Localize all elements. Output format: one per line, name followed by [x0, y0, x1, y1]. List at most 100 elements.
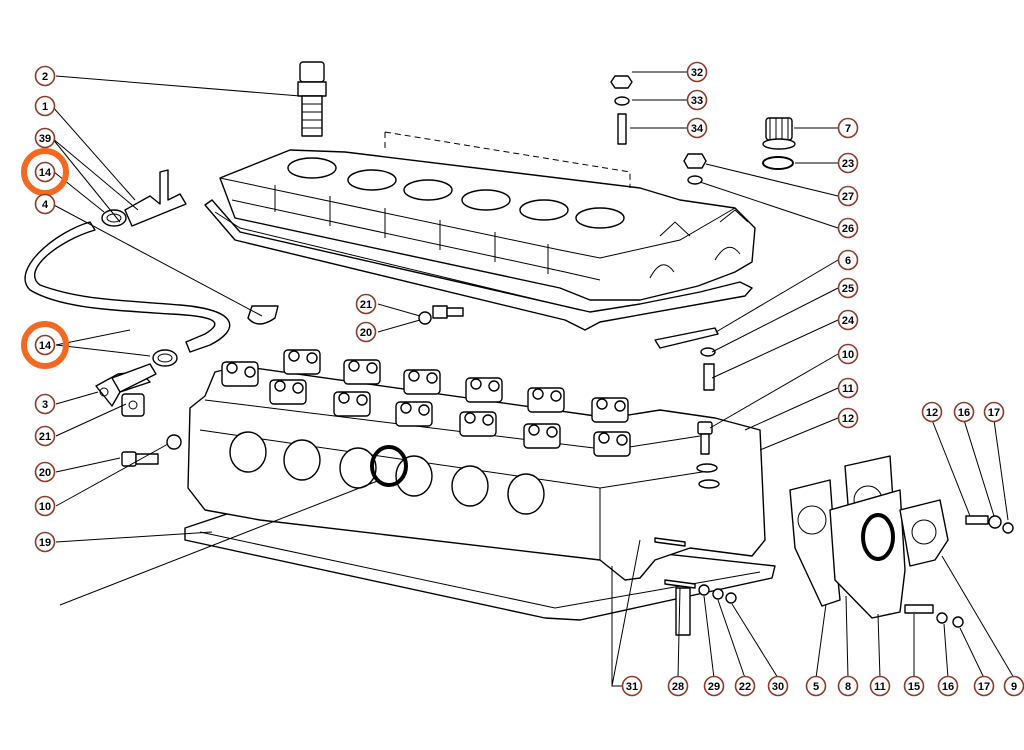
- callout-circle: [767, 675, 789, 697]
- callout-label: 16: [942, 681, 954, 693]
- callout-circle: [355, 293, 377, 315]
- callout-label: 34: [691, 123, 704, 135]
- callout-label: 10: [842, 349, 854, 361]
- callout-34: 34: [686, 117, 708, 139]
- callout-14: 14: [21, 148, 69, 196]
- callout-33: 33: [686, 89, 708, 111]
- callout-circle: [686, 89, 708, 111]
- callout-label: 24: [842, 315, 855, 327]
- callout-label: 12: [842, 413, 854, 425]
- callout-26: 26: [837, 217, 859, 239]
- callout-10: 10: [837, 343, 859, 365]
- callout-label: 29: [708, 681, 720, 693]
- callout-circle: [837, 343, 859, 365]
- callout-circle: [34, 95, 56, 117]
- callout-12: 12: [837, 407, 859, 429]
- callout-label: 30: [772, 681, 784, 693]
- callout-label: 3: [42, 399, 48, 411]
- callout-circle: [34, 193, 56, 215]
- callout-label: 2: [42, 71, 48, 83]
- callout-circle: [837, 117, 859, 139]
- callout-label: 28: [672, 681, 684, 693]
- hose-clamp-lower: [152, 349, 178, 367]
- hose-clamp-upper: [101, 209, 127, 227]
- callout-32: 32: [686, 61, 708, 83]
- callout-label: 20: [39, 467, 51, 479]
- callout-circle: [903, 675, 925, 697]
- callout-circle: [355, 321, 377, 343]
- callout-27: 27: [837, 185, 859, 207]
- callout-label: 15: [908, 681, 920, 693]
- callout-circle: [837, 407, 859, 429]
- callout-circle: [686, 61, 708, 83]
- callout-11: 11: [837, 377, 859, 399]
- callout-label: 5: [813, 681, 819, 693]
- callout-label: 17: [988, 407, 1000, 419]
- callout-highlight-ring[interactable]: [21, 148, 69, 196]
- callout-label: 16: [958, 407, 970, 419]
- callout-label: 32: [691, 67, 703, 79]
- callout-11: 11: [869, 675, 891, 697]
- callout-28: 28: [667, 675, 689, 697]
- callout-label: 11: [842, 383, 854, 395]
- valve-cover: [219, 131, 756, 301]
- callout-label: 7: [845, 123, 851, 135]
- callout-label: 10: [39, 501, 51, 513]
- callout-12: 12: [921, 401, 943, 423]
- callout-4: 4: [34, 193, 56, 215]
- callout-circle: [34, 127, 56, 149]
- callout-21: 21: [355, 293, 377, 315]
- callout-label: 4: [42, 199, 49, 211]
- callout-circle: [937, 675, 959, 697]
- callout-16: 16: [937, 675, 959, 697]
- callout-label: 25: [842, 283, 854, 295]
- callout-label: 22: [739, 681, 751, 693]
- callout-circle: [667, 675, 689, 697]
- callout-label: 1: [42, 101, 48, 113]
- hardware-fasteners: [121, 75, 1014, 628]
- valve-cover-gasket: [204, 199, 753, 331]
- callout-label: 14: [39, 167, 52, 179]
- callout-16: 16: [953, 401, 975, 423]
- callout-25: 25: [837, 277, 859, 299]
- callout-label: 23: [842, 158, 854, 170]
- valve-cover-end-arches: [649, 209, 749, 279]
- callout-label: 21: [39, 431, 51, 443]
- callout-label: 8: [845, 681, 851, 693]
- callout-circle: [34, 495, 56, 517]
- breather-hose: [24, 221, 231, 353]
- callout-label: 27: [842, 191, 854, 203]
- port-seal-ring: [370, 445, 408, 487]
- callout-circle: [837, 675, 859, 697]
- callout-circle: [621, 675, 643, 697]
- callout-circle: [34, 425, 56, 447]
- callout-5: 5: [805, 675, 827, 697]
- callout-label: 31: [626, 681, 638, 693]
- callout-circle: [983, 401, 1005, 423]
- callout-8: 8: [837, 675, 859, 697]
- callout-highlight-ring[interactable]: [21, 321, 69, 369]
- callout-circle: [837, 152, 859, 174]
- callout-3: 3: [34, 393, 56, 415]
- callout-circle: [837, 277, 859, 299]
- water-flange-housing: [829, 489, 949, 619]
- callout-30: 30: [767, 675, 789, 697]
- callout-circle: [34, 531, 56, 553]
- callout-circle: [34, 65, 56, 87]
- bearing-cap-nuts: [226, 350, 628, 446]
- callout-21: 21: [34, 425, 56, 447]
- callout-17: 17: [973, 675, 995, 697]
- callout-circle: [837, 309, 859, 331]
- callout-20: 20: [355, 321, 377, 343]
- callout-6: 6: [837, 249, 859, 271]
- callout-circle: [805, 675, 827, 697]
- callout-label: 19: [39, 537, 51, 549]
- callout-24: 24: [837, 309, 859, 331]
- callout-2: 2: [34, 65, 56, 87]
- callout-23: 23: [837, 152, 859, 174]
- callout-22: 22: [734, 675, 756, 697]
- callout-circle: [837, 185, 859, 207]
- callout-circle: [34, 393, 56, 415]
